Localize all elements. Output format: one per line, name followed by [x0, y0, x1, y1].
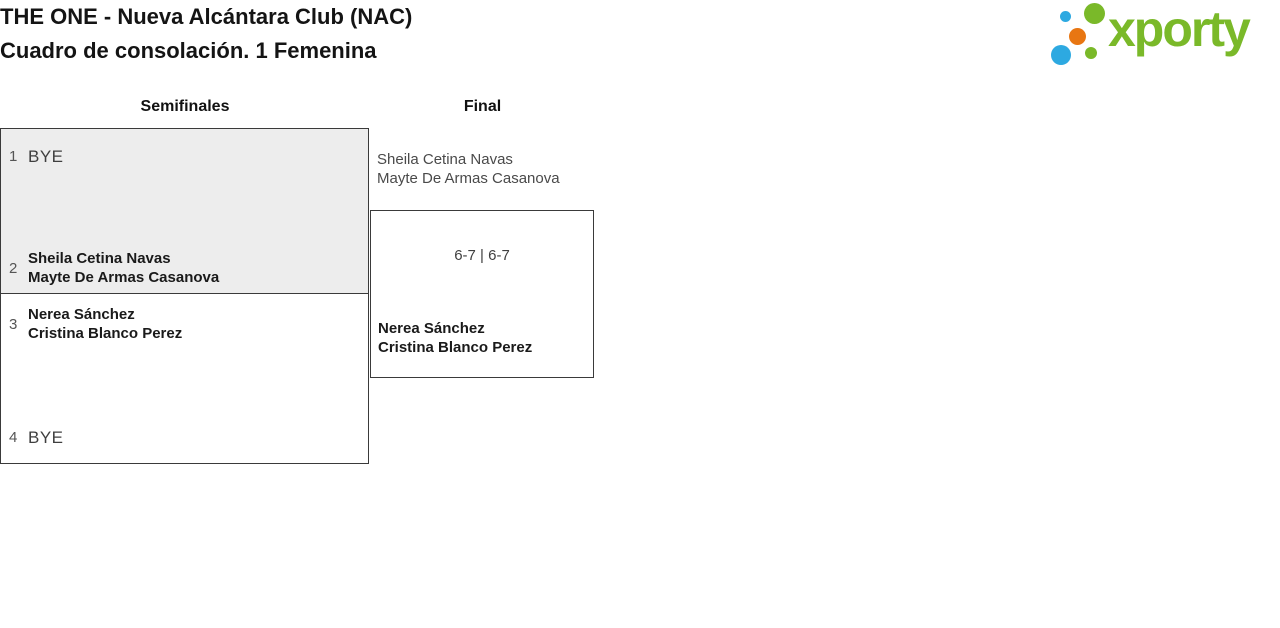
team-name-line2: Cristina Blanco Perez	[28, 325, 183, 342]
final-match-box: 6-7 | 6-7 Nerea Sánchez Cristina Blanco …	[370, 210, 594, 378]
team-name: BYE	[28, 428, 64, 447]
logo-dot-green-small-icon	[1085, 47, 1097, 59]
team-row-seed-1: 1 BYE	[9, 147, 64, 166]
seed-number: 1	[9, 148, 18, 165]
logo-dot-green-large-icon	[1084, 3, 1105, 24]
logo-dot-orange-icon	[1069, 28, 1086, 45]
team-row-seed-3: 3 Nerea Sánchez Cristina Blanco Perez	[9, 305, 182, 343]
seed-number: 2	[9, 259, 18, 277]
team-name: BYE	[28, 147, 64, 166]
final-team-top: Sheila Cetina Navas Mayte De Armas Casan…	[377, 150, 560, 188]
team-row-seed-4: 4 BYE	[9, 428, 64, 447]
semifinal-match-2-box: 3 Nerea Sánchez Cristina Blanco Perez 4 …	[0, 293, 369, 464]
final-score: 6-7 | 6-7	[454, 247, 510, 264]
team-name-line1: BYE	[28, 428, 64, 447]
logo-dot-blue-small-icon	[1060, 11, 1071, 22]
seed-number: 4	[9, 429, 18, 446]
seed-number: 3	[9, 315, 18, 333]
xporty-logo: xporty	[1048, 0, 1280, 70]
team-name-line1: BYE	[28, 147, 64, 166]
logo-dot-blue-large-icon	[1051, 45, 1071, 65]
page-title: THE ONE - Nueva Alcántara Club (NAC)	[0, 4, 413, 29]
team-name: Sheila Cetina Navas Mayte De Armas Casan…	[28, 249, 219, 287]
team-row-seed-2: 2 Sheila Cetina Navas Mayte De Armas Cas…	[9, 249, 219, 287]
logo-wordmark: xporty	[1108, 1, 1251, 57]
team-name-line1: Nerea Sánchez	[28, 306, 135, 323]
final-winner-team: Nerea Sánchez Cristina Blanco Perez	[378, 319, 532, 357]
team-name-line2: Cristina Blanco Perez	[378, 339, 533, 356]
team-name-line1: Nerea Sánchez	[378, 320, 485, 337]
team-name-line2: Mayte De Armas Casanova	[28, 269, 220, 286]
round-header-final: Final	[463, 98, 502, 115]
team-name: Nerea Sánchez Cristina Blanco Perez	[28, 305, 182, 343]
team-name-line2: Mayte De Armas Casanova	[377, 170, 560, 187]
semifinal-match-1-box: 1 BYE 2 Sheila Cetina Navas Mayte De Arm…	[0, 128, 369, 294]
round-header-semifinals: Semifinales	[140, 98, 230, 115]
team-name-line1: Sheila Cetina Navas	[377, 151, 513, 168]
team-name-line1: Sheila Cetina Navas	[28, 250, 171, 267]
page-subtitle: Cuadro de consolación. 1 Femenina	[0, 38, 377, 63]
